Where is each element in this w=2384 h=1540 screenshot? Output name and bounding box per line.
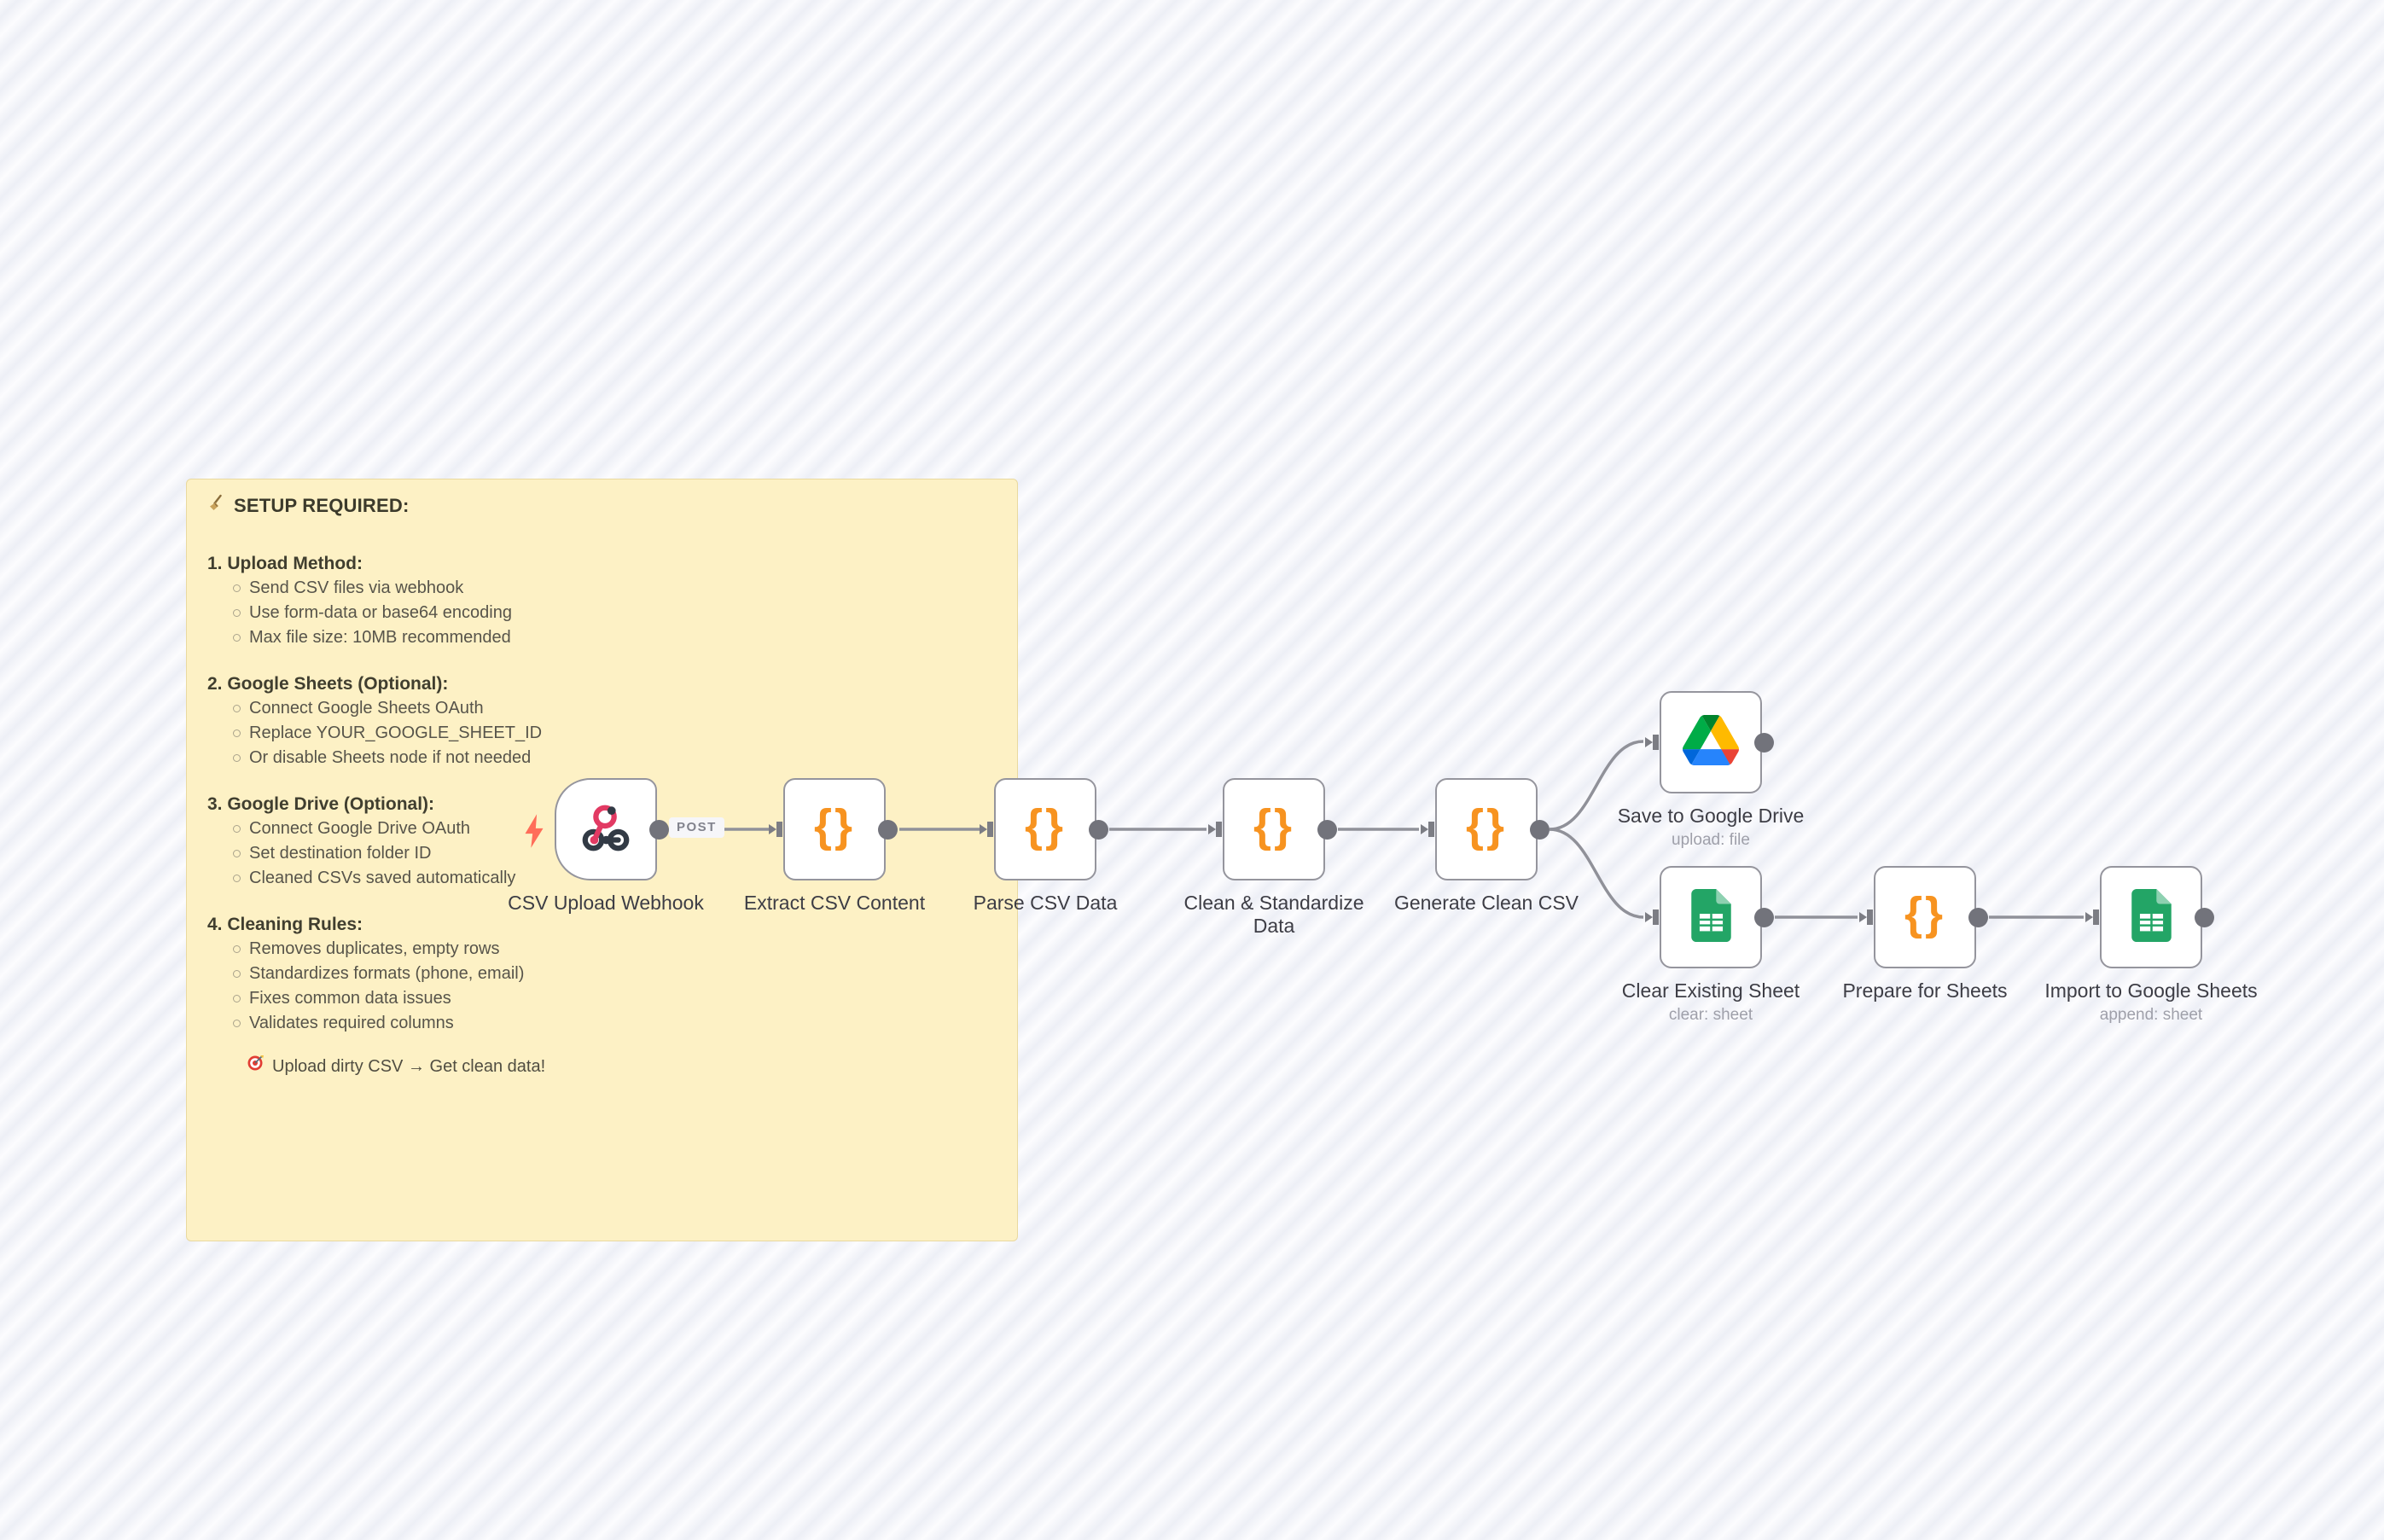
sticky-bullet: Fixes common data issues xyxy=(233,986,995,1011)
sticky-bullet: Set destination folder ID xyxy=(233,841,995,866)
dart-target-icon xyxy=(247,1054,265,1079)
node-csv-upload-webhook[interactable]: CSV Upload Webhook xyxy=(508,778,704,914)
output-port[interactable] xyxy=(2195,907,2214,927)
node-generate-clean-csv[interactable]: {} Generate Clean CSV xyxy=(1394,778,1579,914)
node-body[interactable] xyxy=(1660,866,1762,968)
node-extract-csv-content[interactable]: {} Extract CSV Content xyxy=(744,778,925,914)
sticky-bullet: Standardizes formats (phone, email) xyxy=(233,962,995,986)
sticky-section-cleaning-rules: 4. Cleaning Rules: Removes duplicates, e… xyxy=(207,912,995,1036)
node-label: Save to Google Drive xyxy=(1617,805,1805,827)
node-label: Clean & Standardize Data xyxy=(1183,892,1364,937)
sticky-bullet: Or disable Sheets node if not needed xyxy=(233,746,995,770)
node-parse-csv-data[interactable]: {} Parse CSV Data xyxy=(974,778,1117,914)
node-sublabel: clear: sheet xyxy=(1668,1006,1753,1024)
sticky-bullet: Replace YOUR_GOOGLE_SHEET_ID xyxy=(233,721,995,746)
node-body[interactable] xyxy=(1660,691,1762,793)
connection-label-post: POST xyxy=(669,817,724,838)
input-port[interactable] xyxy=(980,820,994,839)
sticky-bullet: Removes duplicates, empty rows xyxy=(233,937,995,962)
code-icon: {} xyxy=(813,800,856,851)
sticky-bullet: Send CSV files via webhook xyxy=(233,576,995,601)
node-label: Generate Clean CSV xyxy=(1393,892,1579,914)
node-body[interactable] xyxy=(555,778,657,880)
input-port[interactable] xyxy=(1645,733,1660,752)
node-body[interactable]: {} xyxy=(994,778,1096,880)
node-label: Clear Existing Sheet xyxy=(1621,979,1800,1002)
section-heading: 1. Upload Method: xyxy=(207,554,363,573)
input-port[interactable] xyxy=(1208,820,1223,839)
output-port[interactable] xyxy=(1754,732,1774,753)
code-icon: {} xyxy=(1904,888,1946,939)
sticky-bullet: Validates required columns xyxy=(233,1011,995,1036)
input-port[interactable] xyxy=(769,820,783,839)
input-port[interactable] xyxy=(2085,908,2100,927)
output-port[interactable] xyxy=(1089,819,1108,840)
node-label: Import to Google Sheets xyxy=(2044,979,2258,1002)
sticky-bullet: Use form-data or base64 encoding xyxy=(233,601,995,625)
sticky-section-google-sheets: 2. Google Sheets (Optional): Connect Goo… xyxy=(207,671,995,770)
sticky-footer: Upload dirty CSV → Get clean data! xyxy=(247,1054,995,1079)
code-icon: {} xyxy=(1024,800,1067,851)
section-heading: 3. Google Drive (Optional): xyxy=(207,794,435,814)
code-icon: {} xyxy=(1253,800,1295,851)
sticky-bullet: Cleaned CSVs saved automatically xyxy=(233,866,995,891)
node-clear-existing-sheet[interactable]: Clear Existing Sheet clear: sheet xyxy=(1622,866,1800,1024)
section-heading: 4. Cleaning Rules: xyxy=(207,915,363,934)
broom-icon xyxy=(207,494,226,518)
output-port[interactable] xyxy=(1317,819,1337,840)
lightning-bolt-icon xyxy=(521,813,547,853)
webhook-icon xyxy=(579,801,632,858)
input-port[interactable] xyxy=(1645,908,1660,927)
google-sheets-icon xyxy=(2131,888,2172,946)
sticky-section-google-drive: 3. Google Drive (Optional): Connect Goog… xyxy=(207,792,995,891)
input-port[interactable] xyxy=(1859,908,1874,927)
sticky-bullet: Connect Google Sheets OAuth xyxy=(233,696,995,721)
node-prepare-for-sheets[interactable]: {} Prepare for Sheets xyxy=(1842,866,2008,1002)
output-port[interactable] xyxy=(1530,819,1550,840)
node-label: Parse CSV Data xyxy=(973,892,1118,914)
sticky-footer-text: Upload dirty CSV → Get clean data! xyxy=(272,1056,546,1076)
node-sublabel: append: sheet xyxy=(2099,1006,2203,1024)
output-port[interactable] xyxy=(649,819,669,840)
node-save-to-google-drive[interactable]: Save to Google Drive upload: file xyxy=(1618,691,1804,849)
sticky-title-text: SETUP REQUIRED: xyxy=(234,494,410,516)
node-body[interactable]: {} xyxy=(783,778,886,880)
node-sublabel: upload: file xyxy=(1672,831,1750,849)
google-sheets-icon xyxy=(1690,888,1731,946)
section-heading: 2. Google Sheets (Optional): xyxy=(207,674,449,694)
node-body[interactable]: {} xyxy=(1435,778,1538,880)
sticky-bullet: Max file size: 10MB recommended xyxy=(233,625,995,650)
node-label: Prepare for Sheets xyxy=(1842,979,2008,1002)
node-body[interactable]: {} xyxy=(1874,866,1976,968)
output-port[interactable] xyxy=(1968,907,1988,927)
sticky-section-upload-method: 1. Upload Method: Send CSV files via web… xyxy=(207,551,995,650)
node-import-to-google-sheets[interactable]: Import to Google Sheets append: sheet xyxy=(2044,866,2258,1024)
sticky-bullet: Connect Google Drive OAuth xyxy=(233,816,995,841)
wire-generate-drive xyxy=(1549,740,1644,831)
node-body[interactable] xyxy=(2100,866,2202,968)
sticky-title: SETUP REQUIRED: xyxy=(207,493,995,518)
output-port[interactable] xyxy=(878,819,898,840)
node-clean-standardize-data[interactable]: {} Clean & Standardize Data xyxy=(1184,778,1364,937)
code-icon: {} xyxy=(1465,800,1508,851)
node-body[interactable]: {} xyxy=(1223,778,1325,880)
google-drive-icon xyxy=(1683,715,1739,770)
input-port[interactable] xyxy=(1421,820,1435,839)
node-label: Extract CSV Content xyxy=(743,892,926,914)
node-label: CSV Upload Webhook xyxy=(508,892,704,914)
wire-generate-clear xyxy=(1549,828,1644,919)
output-port[interactable] xyxy=(1754,907,1774,927)
